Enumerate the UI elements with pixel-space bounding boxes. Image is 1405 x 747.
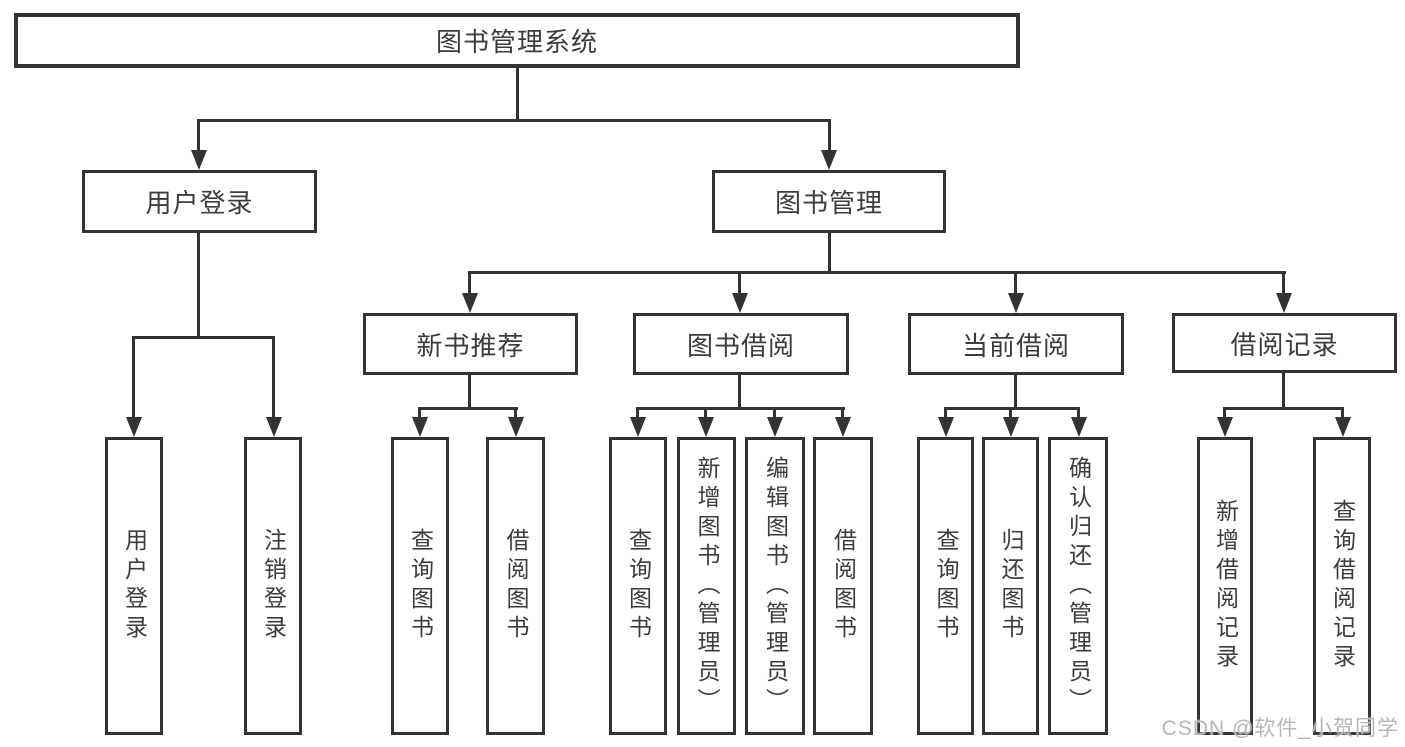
connector-bookborrow-stem (738, 373, 741, 409)
node-borrowing-records: 借阅记录 (1172, 313, 1397, 373)
connector-userlogin-stem (197, 231, 200, 338)
connector-newbook-stem (468, 373, 471, 409)
arrow-g3c4 (835, 417, 851, 437)
leaf-user-login: 用户登录 (105, 437, 163, 735)
node-book-management: 图书管理 (712, 170, 946, 233)
connector-drop-g5c2 (1341, 407, 1344, 421)
leaf-confirm-return-admin: 确认归还（管理员） (1048, 437, 1108, 735)
connector-newbook-span (418, 407, 518, 410)
arrow-user-login (191, 150, 207, 170)
leaf-label: 归还图书 (998, 528, 1024, 644)
connector-drop-current-borrow (1014, 271, 1017, 297)
connector-borrowrecord-stem (1282, 371, 1285, 409)
leaf-query-borrow-record: 查询借阅记录 (1313, 437, 1371, 735)
arrow-book-management (821, 150, 837, 170)
node-borrowing-records-label: 借阅记录 (1230, 329, 1339, 360)
connector-drop-g5c1 (1223, 407, 1226, 421)
connector-bookborrow-span (636, 407, 845, 410)
connector-drop-g3c4 (841, 407, 844, 421)
connector-drop-new-book (468, 271, 471, 297)
arrow-g2c1 (412, 417, 428, 437)
arrow-g5c1 (1217, 417, 1233, 437)
connector-drop-g3c2 (704, 407, 707, 421)
connector-userlogin-span (132, 336, 275, 339)
arrow-book-borrow (732, 293, 748, 313)
leaf-label: 注销登录 (260, 528, 287, 644)
connector-drop-user-login (197, 119, 200, 154)
node-user-login-label: 用户登录 (145, 188, 254, 218)
leaf-label: 查询图书 (625, 528, 652, 644)
leaf-borrow-books-recommend: 借阅图书 (486, 437, 545, 735)
arrow-g2c2 (508, 417, 524, 437)
leaf-label: 借阅图书 (830, 528, 857, 644)
arrow-g3c1 (630, 417, 646, 437)
arrow-leaf-logout (266, 417, 282, 437)
connector-drop-leaf-login (132, 336, 135, 421)
node-book-borrowing: 图书借阅 (633, 313, 849, 375)
node-current-borrowing: 当前借阅 (908, 313, 1124, 375)
arrow-new-book (462, 293, 478, 313)
node-user-login: 用户登录 (82, 170, 317, 233)
connector-drop-g2c2 (514, 407, 517, 421)
arrow-g3c3 (767, 417, 783, 437)
node-new-book-recommend: 新书推荐 (363, 313, 578, 375)
node-current-borrowing-label: 当前借阅 (961, 330, 1070, 361)
connector-bookmgmt-stem (828, 231, 831, 273)
watermark: CSDN @软件_小贺同学 (1161, 717, 1399, 740)
node-root-label: 图书管理系统 (435, 27, 598, 57)
connector-drop-g3c1 (636, 407, 639, 421)
arrow-g4c3 (1071, 417, 1087, 437)
connector-drop-g2c1 (418, 407, 421, 421)
arrow-borrow-record (1276, 293, 1292, 313)
leaf-borrow-books: 借阅图书 (813, 437, 873, 735)
connector-drop-borrow-record (1282, 271, 1285, 297)
leaf-edit-book-admin: 编辑图书（管理员） (745, 437, 805, 735)
node-root: 图书管理系统 (14, 13, 1020, 68)
connector-drop-leaf-logout (272, 336, 275, 421)
connector-drop-g4c3 (1077, 407, 1080, 421)
leaf-add-borrow-record: 新增借阅记录 (1197, 437, 1253, 735)
connector-drop-g3c3 (773, 407, 776, 421)
arrow-g4c1 (938, 417, 954, 437)
connector-root-stem (516, 66, 519, 121)
leaf-label: 查询图书 (407, 528, 434, 644)
arrow-g3c2 (698, 417, 714, 437)
node-book-management-label: 图书管理 (774, 188, 883, 218)
leaf-label: 编辑图书（管理员） (762, 455, 789, 717)
leaf-label: 查询图书 (933, 528, 959, 644)
leaf-return-book: 归还图书 (982, 437, 1039, 735)
connector-currentborrow-stem (1014, 373, 1017, 409)
leaf-label: 借阅图书 (503, 528, 529, 644)
leaf-query-books-recommend: 查询图书 (391, 437, 449, 735)
connector-drop-book-management (828, 119, 831, 154)
arrow-g4c2 (1003, 417, 1019, 437)
leaf-logout: 注销登录 (244, 437, 302, 735)
leaf-label: 用户登录 (121, 528, 148, 644)
connector-drop-g4c1 (944, 407, 947, 421)
leaf-label: 新增借阅记录 (1212, 499, 1239, 673)
leaf-add-book-admin: 新增图书（管理员） (677, 437, 736, 735)
leaf-query-books-current: 查询图书 (917, 437, 974, 735)
arrow-leaf-login (126, 417, 142, 437)
arrow-current-borrow (1008, 293, 1024, 313)
node-new-book-recommend-label: 新书推荐 (416, 330, 525, 361)
leaf-query-books-borrowing: 查询图书 (609, 437, 667, 735)
connector-borrowrecord-span (1223, 407, 1344, 410)
leaf-label: 确认归还（管理员） (1065, 455, 1092, 717)
connector-drop-g4c2 (1009, 407, 1012, 421)
node-book-borrowing-label: 图书借阅 (686, 330, 795, 361)
connector-currentborrow-span (944, 407, 1080, 410)
connector-root-span (197, 119, 831, 122)
arrow-g5c2 (1335, 417, 1351, 437)
leaf-label: 查询借阅记录 (1329, 499, 1356, 673)
connector-drop-book-borrow (738, 271, 741, 297)
connector-bookmgmt-span (468, 271, 1286, 274)
leaf-label: 新增图书（管理员） (694, 455, 720, 717)
